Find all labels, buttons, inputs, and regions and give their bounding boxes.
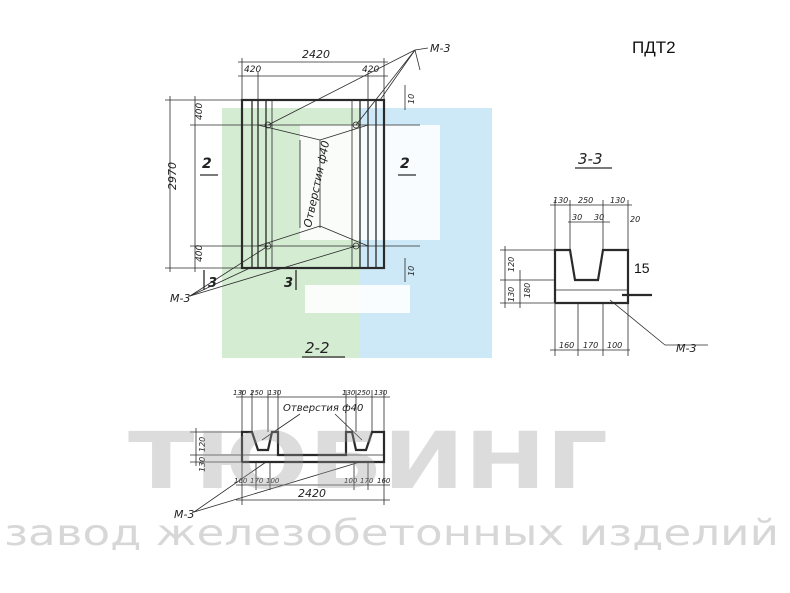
s22-dim-bot-r2: 170 — [360, 477, 374, 485]
s22-dim-bot-l1: 160 — [234, 477, 248, 485]
section-mark-2-right: 2 — [400, 156, 410, 172]
s22-dim-top-r2: 250 — [357, 389, 371, 397]
logo-white-cutout-top — [300, 125, 440, 240]
s22-dim-bot-r3: 160 — [377, 477, 391, 485]
watermark-brand: ТЮБИНГ — [128, 417, 608, 507]
section-22: 130 250 130 130 250 130 Отверстия ф40 12… — [174, 389, 391, 521]
s33-dim-top-c: 130 — [610, 196, 625, 205]
dim-left-edge: 420 — [244, 65, 261, 75]
section-33: 3-3 130 250 130 30 30 20 120 130 180 15 — [500, 150, 708, 356]
section-mark-3a: 3 — [208, 276, 217, 291]
s22-dim-top-r3: 130 — [374, 389, 388, 397]
section-33-profile — [553, 248, 630, 305]
s33-dim-mid-a: 30 — [572, 213, 582, 222]
s33-dim-right-15: 15 — [634, 260, 650, 276]
dim-right-bottom: 10 — [407, 266, 416, 276]
section-33-title: 3-3 — [578, 150, 603, 168]
watermark-logo — [222, 108, 492, 358]
s22-dim-top-l3: 130 — [268, 389, 282, 397]
s22-dim-top-r1: 130 — [342, 389, 356, 397]
dim-top-offset: 400 — [195, 103, 205, 120]
section-22-title: 2-2 — [305, 339, 330, 357]
dim-right-edge: 420 — [362, 65, 379, 75]
s22-dim-bot-r1: 100 — [344, 477, 358, 485]
plan-mark-top: М-3 — [430, 42, 450, 55]
s33-dim-mid-b: 30 — [594, 213, 604, 222]
plan-mark-bottom: М-3 — [170, 292, 190, 305]
s33-dim-top-b: 250 — [578, 196, 593, 205]
s22-dim-top-l1: 130 — [233, 389, 247, 397]
s33-dim-left-mid: 130 — [507, 287, 516, 302]
s22-dim-top-l2: 250 — [250, 389, 264, 397]
s22-holes-note: Отверстия ф40 — [283, 403, 363, 414]
s22-mark: М-3 — [174, 508, 194, 521]
plan-outline — [240, 98, 386, 270]
logo-white-cutout-bottom — [305, 285, 410, 313]
s33-dim-bot-c: 100 — [607, 341, 622, 350]
section-mark-3b: 3 — [284, 276, 293, 291]
s33-dim-right: 20 — [630, 215, 640, 224]
s22-dim-bot-l2: 170 — [250, 477, 264, 485]
s33-dim-left-low: 180 — [523, 283, 532, 298]
plan-view: 2420 420 420 2970 400 400 10 10 2 2 3 3 … — [165, 42, 450, 358]
s33-dim-bot-a: 160 — [559, 341, 574, 350]
s22-dim-total: 2420 — [298, 487, 326, 500]
watermark-tagline: завод железобетонных изделий — [4, 513, 779, 554]
s33-dim-top-a: 130 — [553, 196, 568, 205]
dim-right-top: 10 — [407, 94, 416, 104]
s22-dim-left-top: 120 — [198, 437, 207, 452]
dim-height: 2970 — [166, 162, 179, 190]
s33-mark: М-3 — [676, 342, 696, 355]
section-mark-2-left: 2 — [202, 156, 212, 172]
dim-bottom-offset: 400 — [195, 245, 205, 262]
dim-total-width: 2420 — [302, 48, 330, 61]
s22-dim-left-bot: 130 — [198, 457, 207, 472]
s22-dim-bot-l3: 100 — [266, 477, 280, 485]
product-code: ПДТ2 — [632, 38, 676, 57]
s33-dim-left-top: 120 — [507, 257, 516, 272]
s33-dim-bot-b: 170 — [583, 341, 598, 350]
